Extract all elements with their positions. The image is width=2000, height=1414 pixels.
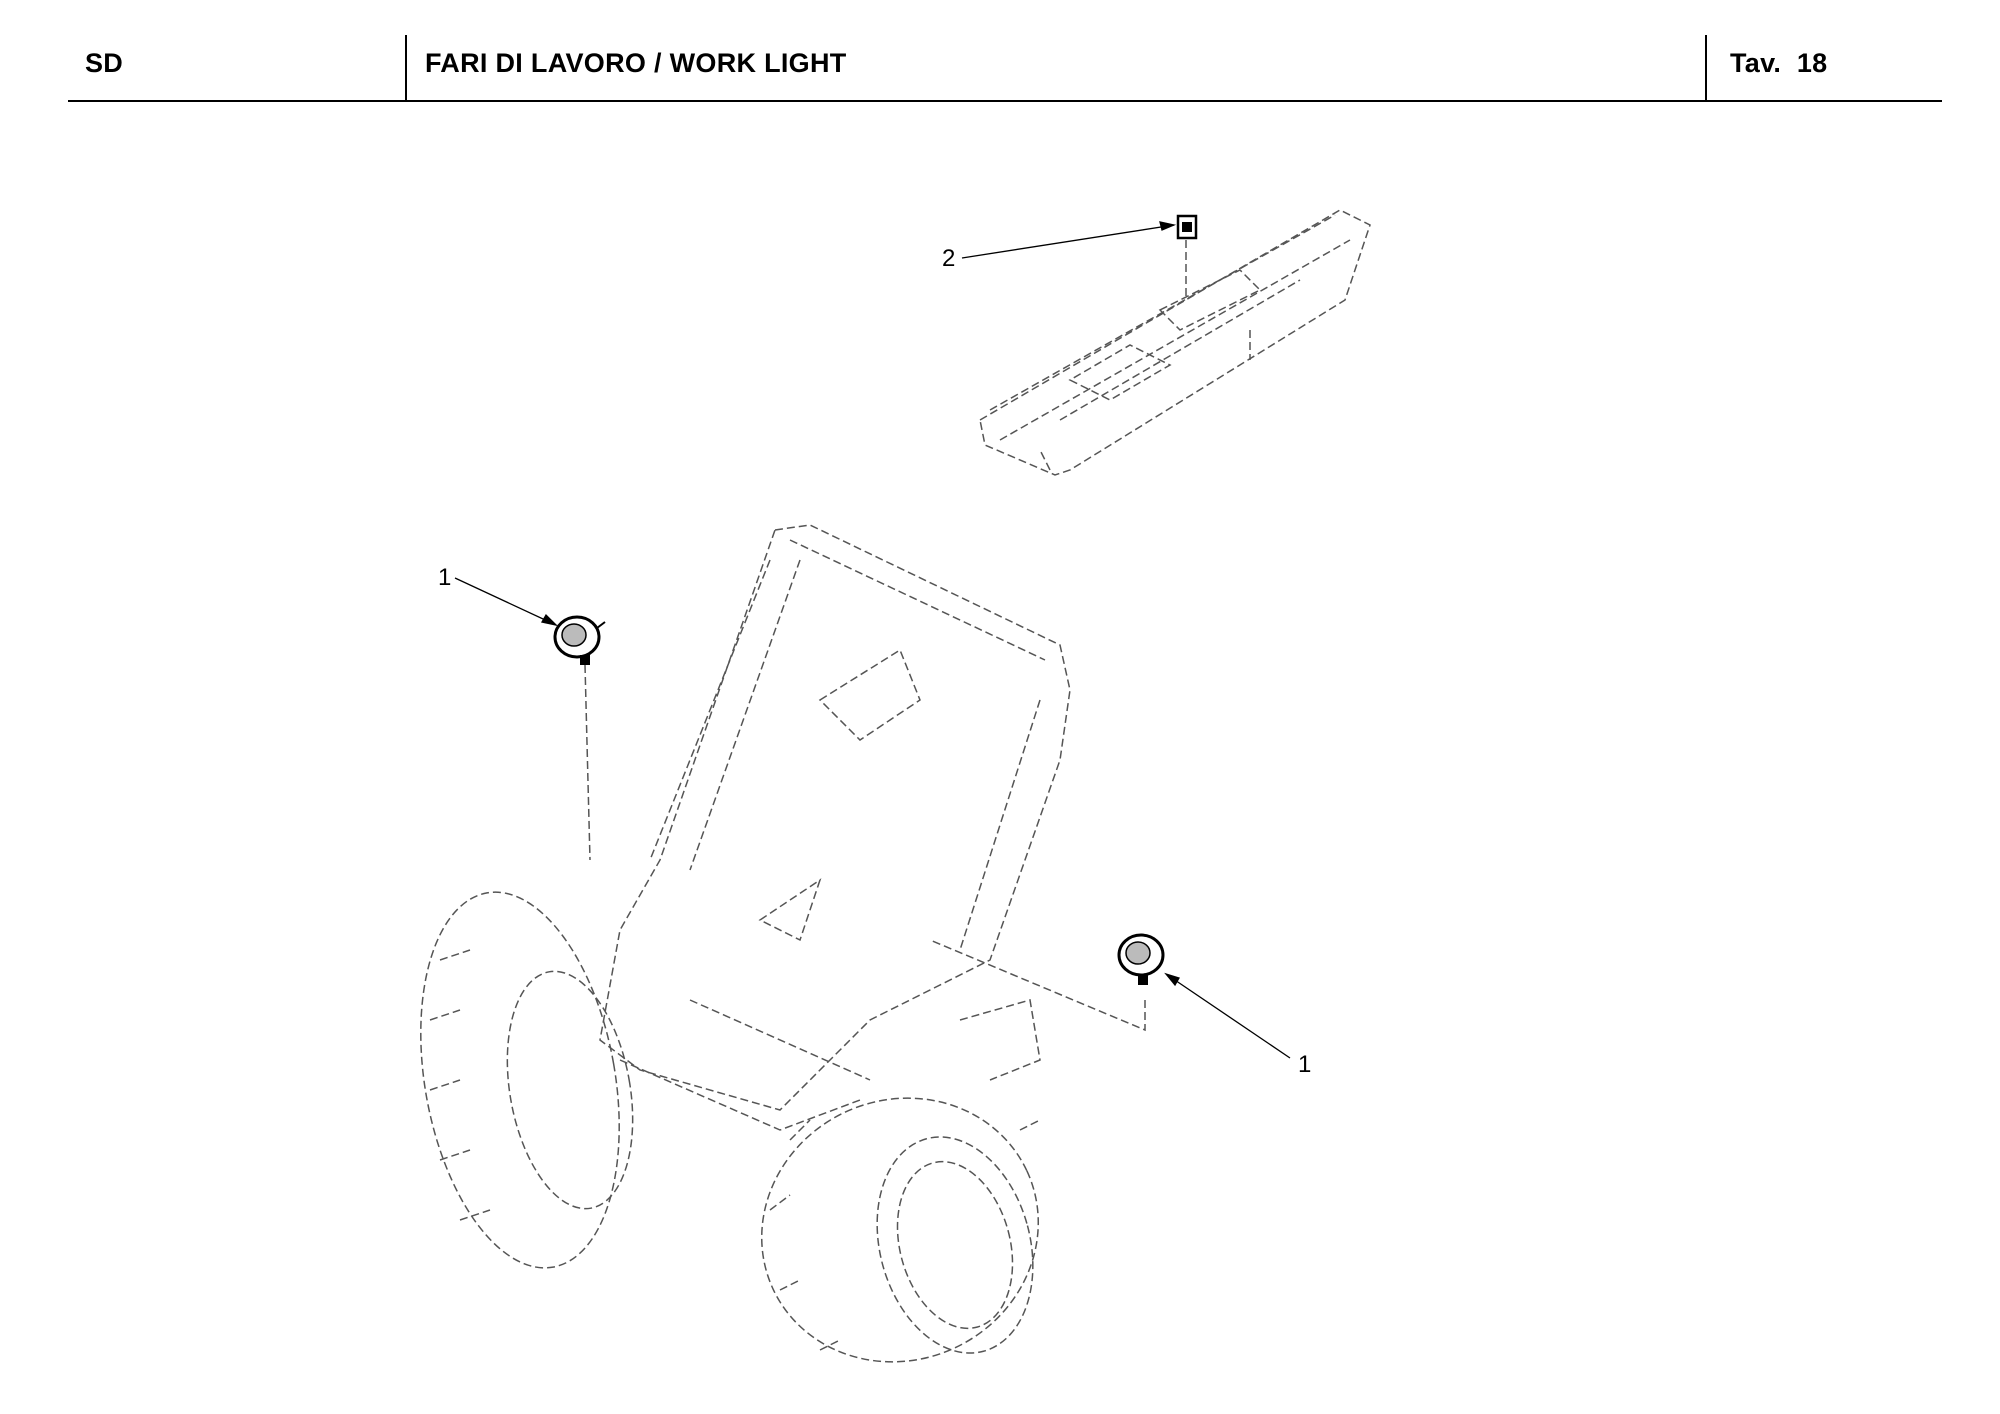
right-wheel-outline bbox=[760, 1097, 1041, 1363]
callout-1-left-leader bbox=[454, 577, 557, 626]
machine-frame-outline bbox=[599, 524, 1071, 1131]
header-rule bbox=[68, 100, 1942, 102]
page-title: FARI DI LAVORO / WORK LIGHT bbox=[425, 48, 847, 78]
callout-1-right-leader bbox=[1165, 973, 1291, 1059]
section-code: SD bbox=[85, 48, 124, 78]
work-light-right-icon bbox=[1117, 933, 1165, 985]
header-divider bbox=[405, 35, 407, 101]
callout-label: 2 bbox=[942, 245, 955, 272]
console-outline bbox=[979, 209, 1371, 476]
callout-2-leader bbox=[961, 224, 1175, 259]
callout-label: 1 bbox=[1298, 1051, 1311, 1078]
right-light-mount-line bbox=[929, 939, 1146, 1032]
rear-wheel-outline bbox=[959, 999, 1041, 1081]
table-number: 18 bbox=[1796, 48, 1828, 78]
left-wheel-outline bbox=[420, 891, 634, 1269]
table-label: Tav. bbox=[1730, 48, 1782, 78]
callout-label: 1 bbox=[438, 564, 451, 591]
left-light-mount-line bbox=[584, 664, 591, 861]
work-light-left-icon bbox=[553, 615, 606, 665]
header-divider bbox=[1705, 35, 1707, 101]
table-reference: Tav. 18 bbox=[1730, 48, 1827, 79]
switch-icon bbox=[1176, 214, 1198, 240]
